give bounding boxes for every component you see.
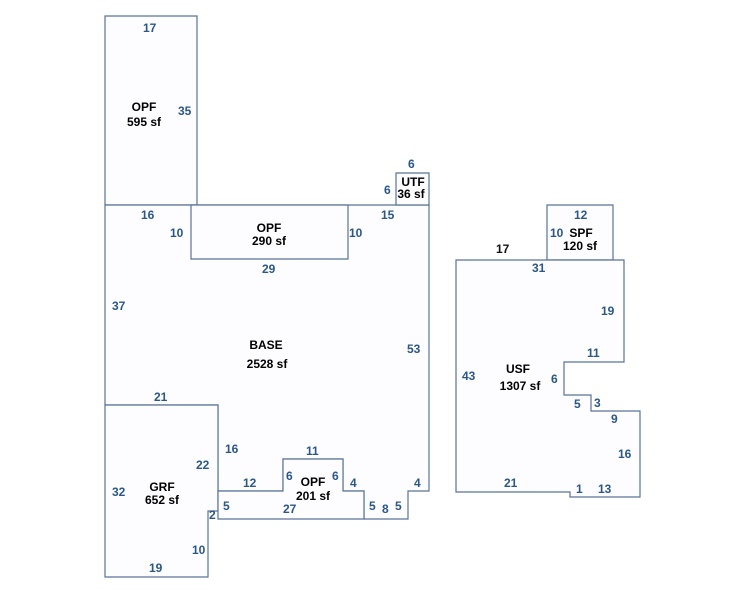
dim-label: 16: [225, 442, 239, 456]
label-opf-top-code: OPF: [132, 100, 157, 114]
area-utf: [395, 172, 430, 206]
dim-label: 21: [504, 476, 518, 490]
dim-label: 4: [350, 476, 357, 490]
label-opf-top-size: 595 sf: [127, 115, 162, 129]
label-base-size: 2528 sf: [247, 357, 289, 371]
dim-label: 5: [369, 499, 376, 513]
dim-label: 19: [601, 304, 615, 318]
dim-label: 27: [283, 502, 297, 516]
dim-label: 2: [209, 508, 216, 522]
label-utf-size: 36 sf: [397, 187, 425, 201]
label-grf-size: 652 sf: [145, 493, 180, 507]
dim-label: 6: [384, 183, 391, 197]
dim-label: 12: [574, 208, 588, 222]
dim-label: 6: [551, 372, 558, 386]
dim-label: 22: [196, 458, 210, 472]
dim-label: 12: [243, 476, 257, 490]
dim-label: 16: [618, 447, 632, 461]
dim-label: 10: [349, 226, 363, 240]
dim-label: 10: [170, 226, 184, 240]
dim-label: 6: [408, 157, 415, 171]
dim-label: 43: [462, 369, 476, 383]
dim-label: 29: [262, 262, 276, 276]
dim-label: 53: [407, 342, 421, 356]
dim-label: 32: [112, 485, 126, 499]
label-opf-bottom-size: 201 sf: [296, 489, 331, 503]
label-usf-size: 1307 sf: [500, 379, 542, 393]
label-utf-code: UTF: [401, 175, 424, 189]
dim-label: 6: [286, 469, 293, 483]
dim-label: 5: [223, 499, 230, 513]
dim-label: 9: [611, 412, 618, 426]
area-usf: [455, 259, 641, 498]
dim-label: 17: [143, 21, 157, 35]
area-opf-bottom: [217, 458, 365, 520]
dim-label: 10: [192, 543, 206, 557]
dim-label: 4: [414, 476, 421, 490]
dim-label: 5: [574, 397, 581, 411]
label-opf-mid-size: 290 sf: [252, 234, 287, 248]
dim-label: 31: [532, 261, 546, 275]
dim-label: 21: [154, 390, 168, 404]
dim-label: 6: [332, 469, 339, 483]
dim-label: 3: [594, 396, 601, 410]
dim-label: 15: [381, 208, 395, 222]
dim-label: 37: [112, 299, 126, 313]
dim-label: 13: [598, 482, 612, 496]
dim-label: 1: [576, 482, 583, 496]
label-opf-mid-code: OPF: [257, 221, 282, 235]
dim-label: 17: [496, 242, 510, 256]
dim-label: 19: [149, 561, 163, 575]
dim-label: 16: [141, 208, 155, 222]
dim-label: 35: [178, 104, 192, 118]
label-spf-size: 120 sf: [563, 239, 598, 253]
label-grf-code: GRF: [149, 480, 174, 494]
area-opf-mid: [190, 204, 349, 260]
label-spf-code: SPF: [569, 226, 592, 240]
label-usf-code: USF: [506, 362, 530, 376]
label-opf-bottom-code: OPF: [301, 475, 326, 489]
area-grf: [104, 404, 219, 578]
dim-label: 11: [306, 444, 319, 458]
dim-label: 5: [395, 499, 402, 513]
dim-label: 8: [382, 502, 389, 516]
dim-label: 11: [587, 346, 600, 360]
dim-label: 10: [550, 226, 564, 240]
label-base-code: BASE: [249, 338, 282, 352]
